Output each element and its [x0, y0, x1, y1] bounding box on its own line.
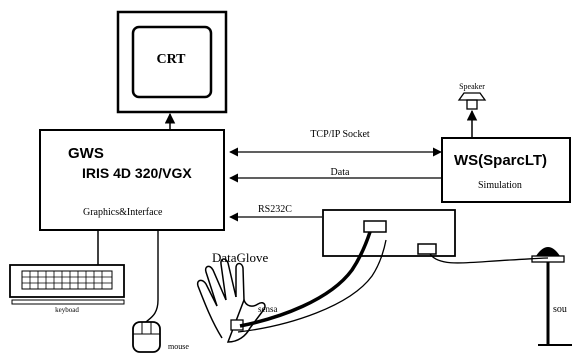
data-label: Data [331, 167, 350, 178]
dataglove-icon [196, 258, 266, 343]
glove-cable-thick [239, 231, 372, 328]
keyboard-label: keyboad [55, 306, 79, 314]
source-stand: sou [531, 247, 572, 346]
mouse-cable [145, 230, 159, 323]
crt-monitor: CRT [116, 10, 228, 114]
source-label: sou [553, 304, 567, 315]
gws-subtitle: Graphics&Interface [83, 207, 163, 218]
rs232c-label: RS232C [258, 204, 292, 215]
gws-model: IRIS 4D 320/VGX [82, 165, 192, 181]
mouse-label: mouse [168, 342, 189, 351]
crt-label: CRT [156, 52, 186, 67]
glove-cable-thin [237, 239, 387, 333]
speaker-icon [457, 92, 487, 101]
ws-subtitle: Simulation [478, 180, 522, 191]
ws-box: WS(SparcLT) Simulation [441, 137, 571, 203]
ws-title: WS(SparcLT) [454, 152, 547, 169]
tracker-unit [322, 209, 456, 257]
gws-title: GWS [68, 145, 104, 162]
gws-box: GWS IRIS 4D 320/VGX Graphics&Interface [39, 129, 225, 231]
keyboard-icon [9, 264, 125, 305]
dataglove-label: DataGlove [212, 250, 269, 265]
sensor-label: sensa [258, 304, 278, 314]
source-cable [429, 253, 549, 264]
speaker-label: Speaker [459, 82, 485, 91]
speaker: Speaker [457, 82, 487, 110]
mouse-icon [132, 321, 161, 353]
tcpip-label: TCP/IP Socket [310, 129, 370, 140]
